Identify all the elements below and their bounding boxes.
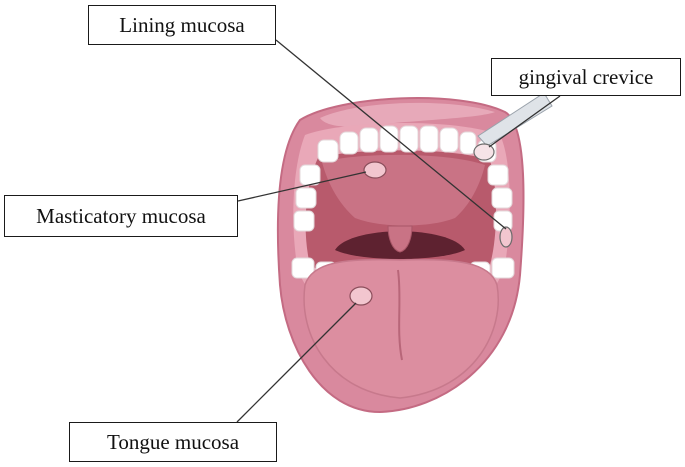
label-lining-mucosa: Lining mucosa	[88, 5, 276, 45]
left-molars	[293, 164, 321, 232]
label-masticatory-text: Masticatory mucosa	[36, 203, 206, 228]
leader-lining	[275, 39, 507, 230]
label-gingival-text: gingival crevice	[518, 64, 654, 89]
uvula	[387, 225, 413, 253]
tongue-midline	[397, 269, 403, 361]
leader-tongue	[236, 302, 357, 423]
tongue-site-marker	[349, 286, 373, 306]
label-tongue-mucosa: Tongue mucosa	[69, 422, 277, 462]
gingival-site-marker	[473, 143, 495, 161]
lining-site-marker	[499, 226, 513, 248]
leader-gingival	[488, 95, 561, 148]
leader-masticatory	[237, 171, 367, 202]
masticatory-site-marker	[363, 161, 387, 179]
label-masticatory-mucosa: Masticatory mucosa	[4, 195, 238, 237]
upper-lip-shine	[320, 102, 495, 127]
label-gingival-crevice: gingival crevice	[491, 58, 681, 96]
periodontal-probe	[477, 92, 553, 147]
right-molars	[487, 164, 513, 232]
label-tongue-text: Tongue mucosa	[106, 429, 240, 454]
label-lining-text: Lining mucosa	[119, 12, 245, 37]
leader-lines	[236, 39, 561, 423]
